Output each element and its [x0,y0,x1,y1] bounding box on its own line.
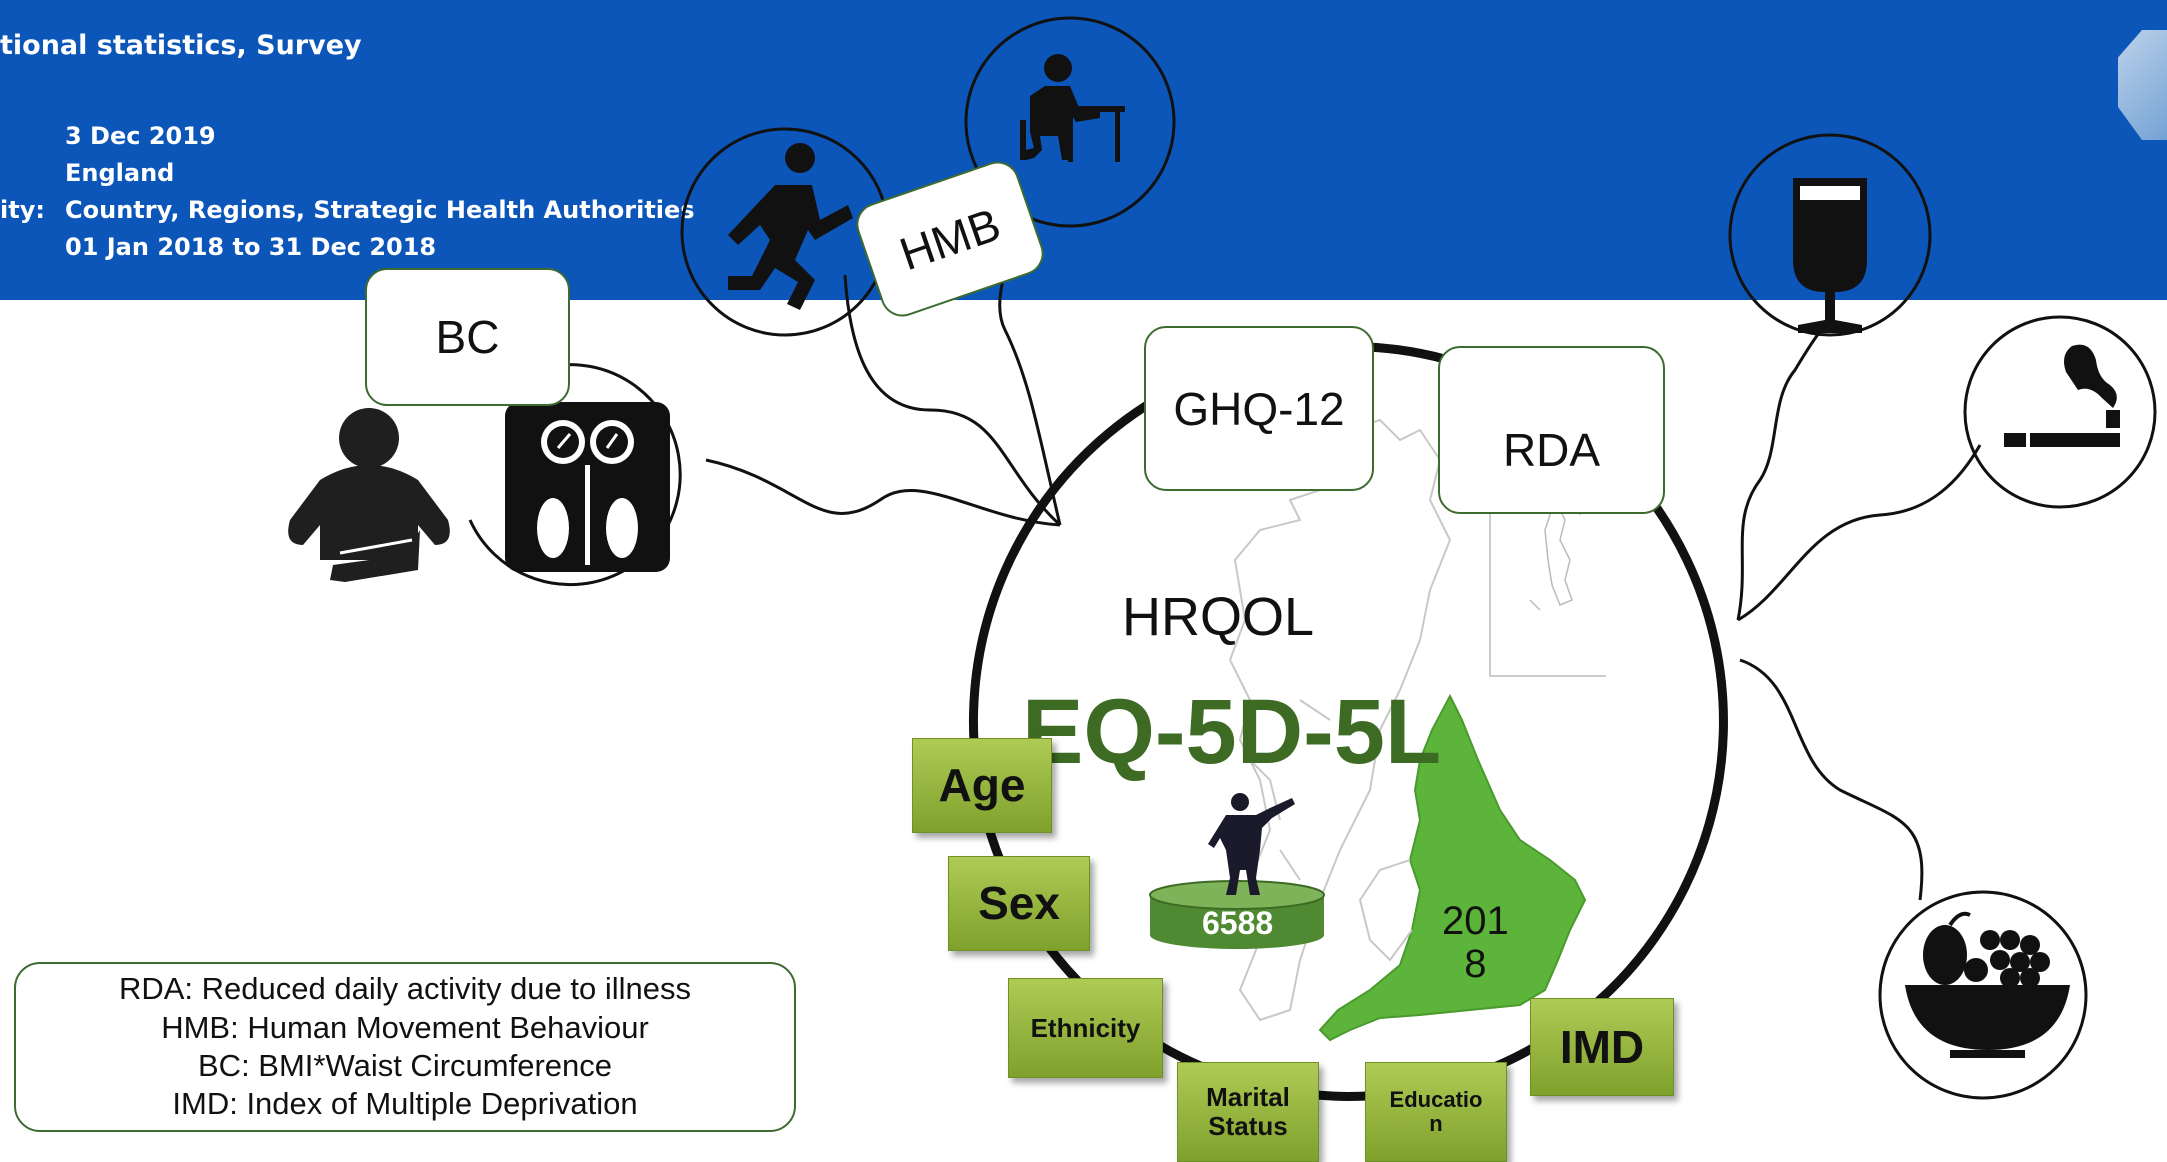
cigarette-icon [2004,344,2120,447]
legend-line-hmb: HMB: Human Movement Behaviour [161,1009,649,1045]
alcohol-circle [1728,133,1932,337]
imd-label: IMD [1559,1020,1645,1073]
running-person-icon [728,143,853,310]
rda-label-box: RDA [1438,346,1665,514]
england-region-shape [1318,693,1587,1042]
header-area: England [65,159,175,187]
header-date: 3 Dec 2019 [65,122,216,150]
desk-worker-circle [964,16,1176,228]
marital-label-line1: Marital [1206,1082,1290,1113]
legend-line-rda: RDA: Reduced daily activity due to illne… [118,971,692,1007]
year-label: 201 8 [1442,899,1509,987]
connector-lines [705,214,1982,901]
sample-size-label: 6588 [1202,905,1274,941]
abbreviation-legend: RDA: Reduced daily activity due to illne… [14,962,796,1132]
header-banner: tional statistics, Survey 3 Dec 2019 Eng… [0,0,2167,300]
pointing-figure-icon [1208,793,1295,895]
bc-label-box: BC [365,268,570,406]
sample-pedestal [1149,880,1325,949]
desk-worker-icon [1020,54,1125,162]
ghq-label: GHQ-12 [1173,382,1345,435]
fruit-bowl-icon [1905,911,2070,1058]
hmb-activity-circle [680,127,890,337]
ghq-label-box: GHQ-12 [1144,326,1374,491]
bmi-person-icon [288,408,450,582]
ethnicity-box: Ethnicity [1008,978,1163,1078]
education-label-line2: n [1429,1111,1443,1136]
marital-label-line2: Status [1208,1111,1288,1141]
bc-label: BC [435,311,500,363]
hrqol-title: HRQOL [1122,587,1315,647]
hmb-label: HMB [893,197,1007,281]
wine-glass-icon [1793,178,1867,333]
legend-line-bc: BC: BMI*Waist Circumference [198,1048,612,1083]
header-period: 01 Jan 2018 to 31 Dec 2018 [65,233,437,261]
sex-box: Sex [948,856,1090,951]
header-granularity: Country, Regions, Strategic Health Autho… [65,196,695,224]
eq5d-title: EQ-5D-5L [1022,681,1442,783]
rda-label: RDA [1502,424,1601,476]
scale-circle [468,363,682,587]
marital-status-box: Marital Status [1177,1062,1319,1162]
sex-label: Sex [978,877,1060,930]
age-box: Age [912,738,1052,833]
header-category: tional statistics, Survey [0,30,362,61]
bathroom-scale-icon [505,402,670,572]
education-box: Educatio n [1365,1062,1507,1162]
smoking-circle [1963,315,2157,509]
header-granularity-label: ity: [0,196,45,224]
legend-line-imd: IMD: Index of Multiple Deprivation [172,1086,638,1122]
year-label-line1: 201 [1442,899,1509,943]
year-label-line2: 8 [1464,942,1487,987]
wales-outline [1358,859,1413,962]
imd-box: IMD [1530,998,1674,1096]
ethnicity-label: Ethnicity [1030,1012,1141,1043]
education-label-line1: Educatio [1389,1086,1483,1112]
diet-circle [1878,890,2088,1100]
age-label: Age [938,759,1026,812]
